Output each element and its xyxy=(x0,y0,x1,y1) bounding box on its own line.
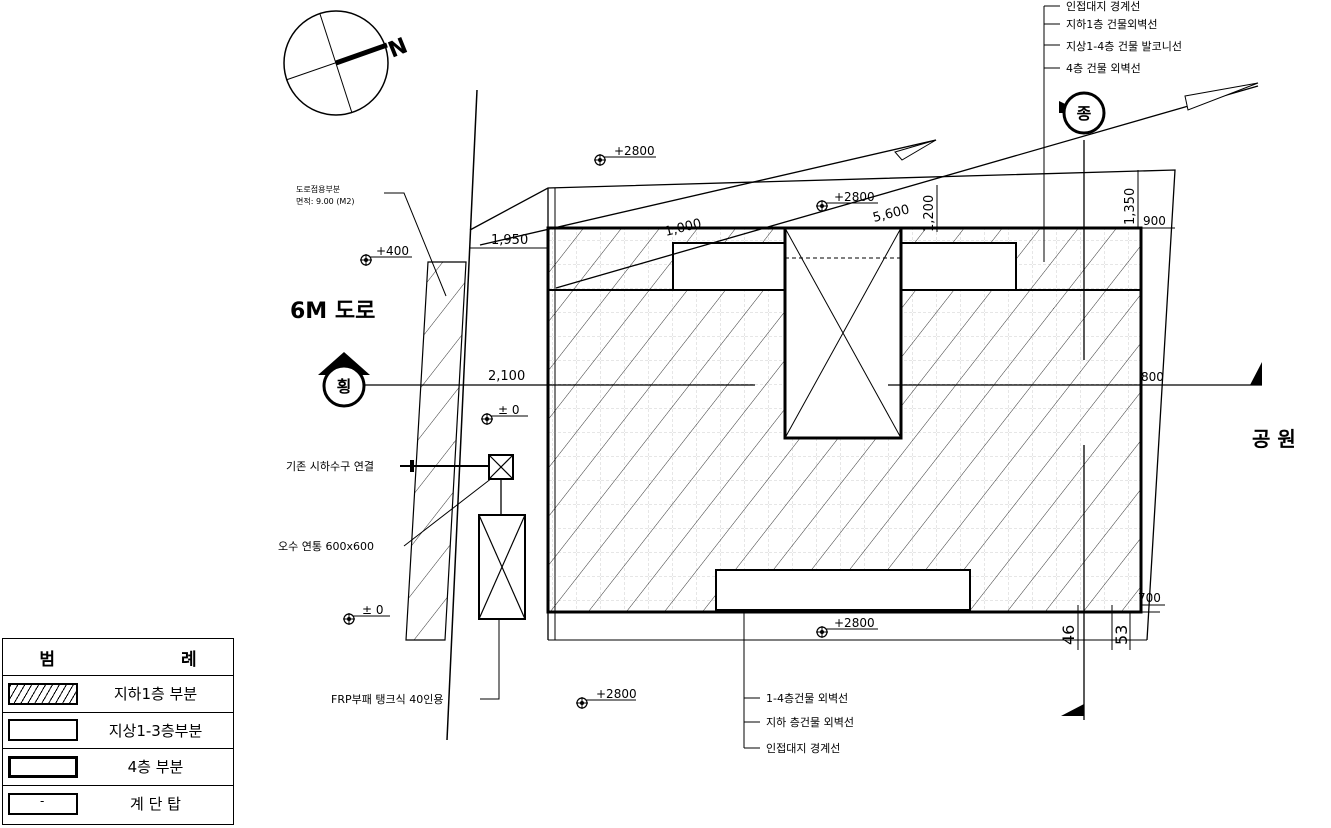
legend-title: 범 례 xyxy=(39,649,257,670)
elevation-marker: +2800 xyxy=(816,616,878,638)
svg-text:± 0: ± 0 xyxy=(362,603,384,617)
dim-46: 46 xyxy=(1059,625,1078,645)
legend-label: 계 단 탑 xyxy=(130,795,181,814)
legend-row-stair-tower: 계 단 탑 xyxy=(3,786,233,823)
legend-row-floor-4: 4층 부분 xyxy=(3,749,233,786)
top-callout-2: 지하1층 건물외벽선 xyxy=(1066,17,1157,31)
elevation-markers: +2800 +2800 +400 ± 0 ± 0 xyxy=(343,144,878,709)
elevation-marker: +400 xyxy=(360,244,412,266)
svg-text:+2800: +2800 xyxy=(596,687,637,701)
road-label: 6M 도로 xyxy=(290,299,375,324)
dim-900: 900 xyxy=(1143,214,1166,228)
section-lines xyxy=(365,82,1262,720)
road-area-note-title: 도로점용부분 xyxy=(296,184,340,194)
dim-2100: 2,100 xyxy=(488,369,525,384)
bottom-callout-2: 지하 층건물 외벽선 xyxy=(766,715,854,729)
hatch-swatch xyxy=(8,682,78,705)
elevation-marker: +2800 xyxy=(576,687,637,709)
svg-text:+400: +400 xyxy=(376,244,409,258)
section-mark-top-label: 종 xyxy=(1077,104,1092,123)
dim-1200: 1,200 xyxy=(922,195,937,232)
legend-table: 범 례 지하1층 부분 지상1-3층부분 4층 부분 계 단 탑 xyxy=(2,638,234,825)
stair-swatch xyxy=(8,792,78,815)
legend-row-floors-1-3: 지상1-3층부분 xyxy=(3,713,233,749)
thick-outline-swatch xyxy=(8,755,78,778)
bottom-callouts: 1-4층건물 외벽선 지하 층건물 외벽선 인접대지 경계선 xyxy=(743,612,854,755)
dim-53: 53 xyxy=(1112,625,1131,645)
manhole-note: 오수 연통 600x600 xyxy=(278,540,374,553)
legend-label: 4층 부분 xyxy=(127,758,184,777)
park-label: 공 원 xyxy=(1252,427,1296,451)
utility-notes: 기존 시하수구 연결 오수 연통 600x600 FRP부패 탱크식 40인용 xyxy=(278,454,526,706)
svg-text:± 0: ± 0 xyxy=(498,403,520,417)
stair-tower xyxy=(783,226,903,440)
legend-label: 지상1-3층부분 xyxy=(108,721,203,740)
north-arrow: N xyxy=(283,10,411,116)
elevation-marker: ± 0 xyxy=(343,603,390,625)
road-area-note-area: 면적: 9.00 (M2) xyxy=(296,196,355,206)
elevation-marker: ± 0 xyxy=(481,403,528,425)
legend-row-basement: 지하1층 부분 xyxy=(3,676,233,713)
north-label: N xyxy=(385,33,411,63)
elevation-marker: +2800 xyxy=(816,190,878,212)
dim-700: 700 xyxy=(1138,591,1161,605)
section-mark-left-label: 횡 xyxy=(337,377,352,396)
svg-text:+2800: +2800 xyxy=(834,616,875,630)
top-callout-1: 인접대지 경계선 xyxy=(1066,0,1140,13)
elevation-marker: +2800 xyxy=(594,144,656,166)
top-callout-4: 4층 건물 외벽선 xyxy=(1066,62,1141,75)
bottom-callout-3: 인접대지 경계선 xyxy=(766,742,840,755)
plain-swatch xyxy=(8,719,78,742)
legend-header: 범 례 xyxy=(3,639,233,676)
road-area-note: 도로점용부분 면적: 9.00 (M2) xyxy=(296,184,447,297)
legend-label: 지하1층 부분 xyxy=(113,685,198,704)
top-callout-3: 지상1-4층 건물 발코니선 xyxy=(1066,40,1182,53)
frp-tank-note: FRP부패 탱크식 40인용 xyxy=(331,693,443,706)
sewer-note: 기존 시하수구 연결 xyxy=(286,459,374,473)
dimension-lines: 1,950 1,000 5,600 1,200 1,350 900 2,100 … xyxy=(470,170,1175,650)
road-occupancy-strip xyxy=(405,261,467,641)
dim-5600: 5,600 xyxy=(871,202,911,226)
dim-1950: 1,950 xyxy=(491,233,528,248)
top-callouts: 인접대지 경계선 지하1층 건물외벽선 지상1-4층 건물 발코니선 4층 건물… xyxy=(1043,0,1182,262)
section-mark-left: 횡 xyxy=(318,352,370,408)
svg-text:+2800: +2800 xyxy=(834,190,875,204)
bottom-callout-1: 1-4층건물 외벽선 xyxy=(766,692,848,705)
svg-text:+2800: +2800 xyxy=(614,144,655,158)
dim-800: 800 xyxy=(1141,370,1164,384)
dim-1350: 1,350 xyxy=(1123,188,1138,225)
section-mark-top: 종 xyxy=(1059,91,1106,135)
